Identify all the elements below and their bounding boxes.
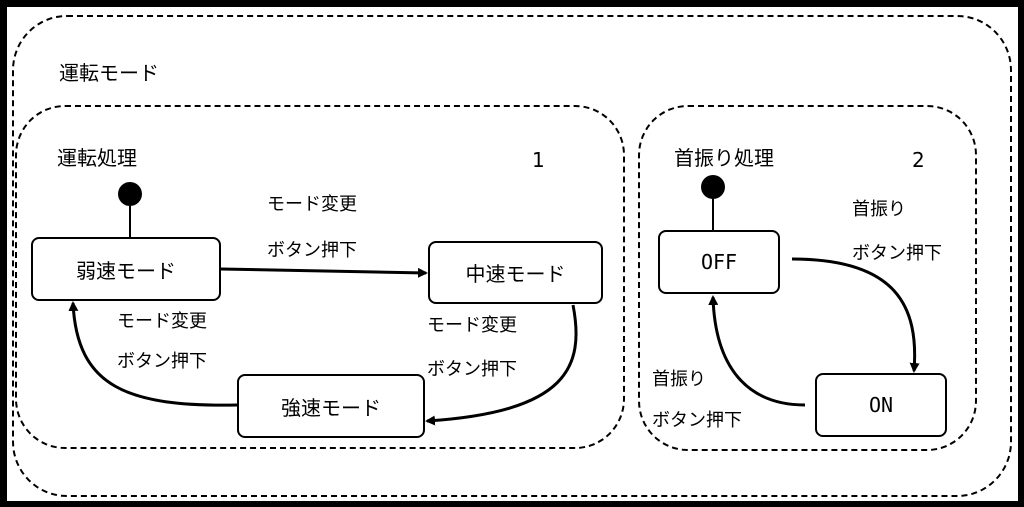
arrow-medium-to-strong <box>425 304 578 426</box>
transition-label-strong-to-weak-line2: ボタン押下 <box>117 351 207 372</box>
outer-title: 運転モード <box>59 61 159 85</box>
outer-composite-state <box>12 15 1012 497</box>
arrow-weak-to-medium <box>220 267 428 278</box>
transition-label-off-to-on-line1: 首振り <box>852 199 906 220</box>
state-weak-mode: 弱速モード <box>31 237 221 301</box>
state-strong-mode: 強速モード <box>237 374 425 438</box>
state-medium-mode: 中速モード <box>428 241 603 304</box>
transition-label-off-to-on-line2: ボタン押下 <box>852 243 942 264</box>
transition-label-medium-to-strong-line2: ボタン押下 <box>427 359 517 380</box>
transition-label-strong-to-weak-line1: モード変更 <box>117 311 207 332</box>
transition-label-weak-to-medium-line2: ボタン押下 <box>267 240 357 261</box>
region-swing-title: 首振り処理 <box>674 146 774 170</box>
transition-label-on-to-off-line1: 首振り <box>652 369 706 390</box>
transition-label-on-to-off-line2: ボタン押下 <box>652 410 742 431</box>
region-operation <box>15 105 625 449</box>
arrow-off-to-on <box>791 257 920 373</box>
region-swing <box>638 105 977 451</box>
arrow-on-to-off <box>708 295 806 407</box>
diagram-canvas: 運転モード 運転処理 1 弱速モード 中速モード 強速モード モード変更 ボタン… <box>7 7 1018 501</box>
region-operation-title: 運転処理 <box>57 146 137 170</box>
transition-label-weak-to-medium-line1: モード変更 <box>267 194 357 215</box>
state-off: OFF <box>658 230 780 294</box>
region-swing-number: 2 <box>912 148 925 172</box>
transition-arrows <box>68 199 920 426</box>
transition-label-medium-to-strong-line1: モード変更 <box>427 315 517 336</box>
initial-node-swing <box>701 175 725 199</box>
arrow-strong-to-weak <box>68 301 238 407</box>
region-operation-number: 1 <box>532 148 545 172</box>
state-on: ON <box>815 373 947 437</box>
initial-node-operation <box>118 182 142 206</box>
